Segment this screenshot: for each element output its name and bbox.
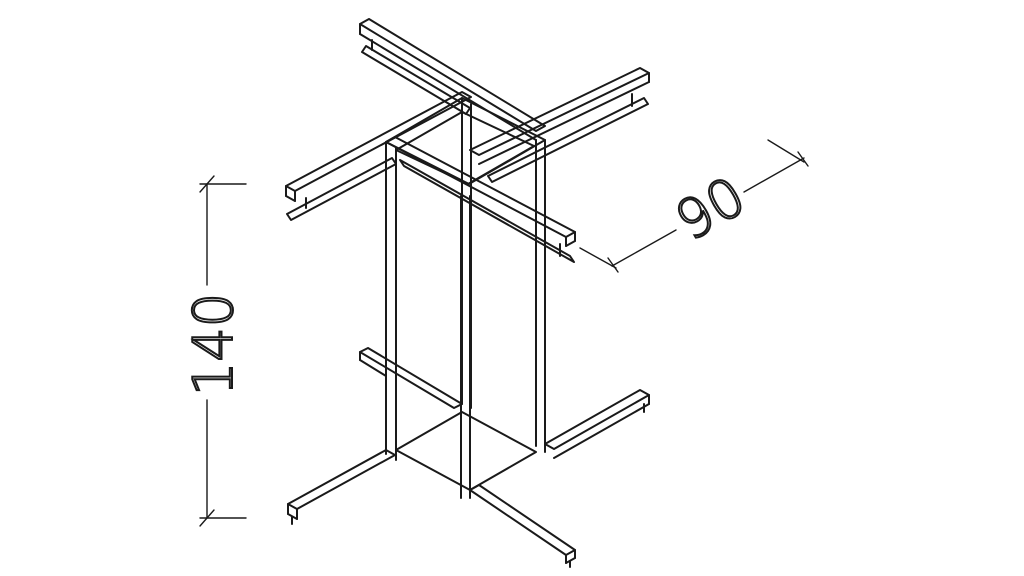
depth-ext-front — [579, 247, 617, 269]
foot-front — [469, 484, 576, 556]
top-arm-right — [469, 67, 650, 156]
hang-rail-left — [286, 157, 397, 221]
foot-right — [544, 389, 650, 450]
top-arm-left — [285, 91, 472, 192]
bottom-frame — [395, 411, 537, 491]
top-arm-back — [359, 18, 546, 132]
height-label: 140 — [182, 293, 245, 396]
depth-tick-front — [607, 257, 619, 273]
hang-rail-front — [399, 159, 575, 263]
depth-label: 90 — [665, 164, 756, 253]
depth-line-upper — [743, 157, 805, 193]
hang-rail-right — [487, 97, 649, 183]
foot-left — [287, 449, 396, 510]
height-dimension: 140 — [181, 175, 247, 527]
foot-back — [359, 347, 463, 409]
depth-dimension: 90 — [579, 139, 809, 273]
vertical-posts — [385, 97, 546, 499]
rack-frame — [285, 18, 650, 568]
height-tick-top — [199, 175, 215, 193]
height-tick-bottom — [199, 509, 215, 527]
depth-ext-back — [767, 139, 805, 163]
depth-tick-back — [797, 151, 809, 167]
depth-line-lower — [611, 229, 677, 267]
top-arm-front — [385, 136, 576, 238]
